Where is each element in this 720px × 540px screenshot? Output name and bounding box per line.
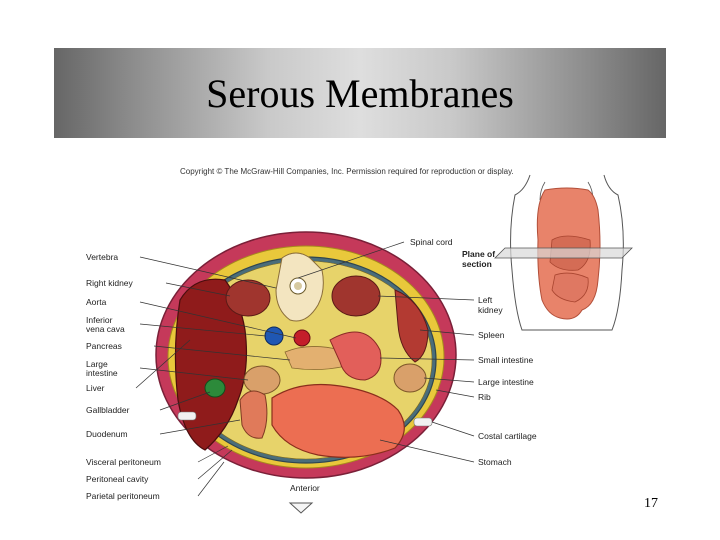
label-spleen: Spleen (478, 330, 505, 340)
label-large-intestine-line2: intestine (86, 368, 118, 378)
label-small-intestine: Small intestine (478, 355, 534, 365)
large-intestine-left-shape (393, 363, 427, 393)
label-ivc-line1: Inferior (86, 315, 113, 325)
right-kidney-shape (225, 279, 271, 317)
anterior-arrow-icon (288, 502, 314, 514)
liver-shape (174, 278, 248, 451)
label-spinal-cord: Spinal cord (410, 237, 453, 247)
torso-inset (494, 174, 633, 331)
label-costal-cartilage: Costal cartilage (478, 431, 537, 441)
label-left-kidney-line2: kidney (478, 305, 503, 315)
label-pancreas: Pancreas (86, 341, 122, 351)
label-right-kidney: Right kidney (86, 278, 133, 288)
leader-lines (135, 241, 475, 497)
label-ivc-line2: vena cava (86, 324, 125, 334)
label-vertebra: Vertebra (86, 252, 119, 262)
plane-of-section (494, 247, 633, 259)
label-peritoneal-cavity: Peritoneal cavity (86, 474, 149, 484)
label-stomach: Stomach (478, 457, 512, 467)
label-left-kidney-line1: Left (478, 295, 493, 305)
label-large-intestine-line1: Large (86, 359, 108, 369)
spleen-shape (394, 289, 429, 363)
label-large-intestine-right: Large intestine (478, 377, 534, 387)
label-duodenum: Duodenum (86, 429, 128, 439)
label-plane-line2: section (462, 259, 492, 269)
label-visceral-peritoneum: Visceral peritoneum (86, 457, 161, 467)
aorta-shape (293, 329, 311, 347)
label-plane-line1: Plane of (462, 249, 496, 259)
ivc-shape (264, 326, 284, 346)
label-rib: Rib (478, 392, 491, 402)
label-anterior: Anterior (290, 483, 320, 493)
label-gallbladder: Gallbladder (86, 405, 130, 415)
title-bar: Serous Membranes (54, 48, 666, 138)
large-intestine-right-shape (243, 365, 281, 395)
duodenum-shape (239, 390, 268, 439)
copyright-notice: Copyright © The McGraw-Hill Companies, I… (180, 167, 514, 176)
label-liver: Liver (86, 383, 105, 393)
stomach-shape (271, 383, 405, 458)
gallbladder-shape (204, 378, 226, 398)
slide-title: Serous Membranes (206, 70, 514, 116)
cross-section (155, 231, 457, 479)
left-kidney-shape (331, 275, 381, 317)
page-number: 17 (644, 496, 658, 511)
label-parietal-peritoneum: Parietal peritoneum (86, 491, 160, 501)
small-intestine-shape (329, 331, 382, 381)
label-aorta: Aorta (86, 297, 107, 307)
